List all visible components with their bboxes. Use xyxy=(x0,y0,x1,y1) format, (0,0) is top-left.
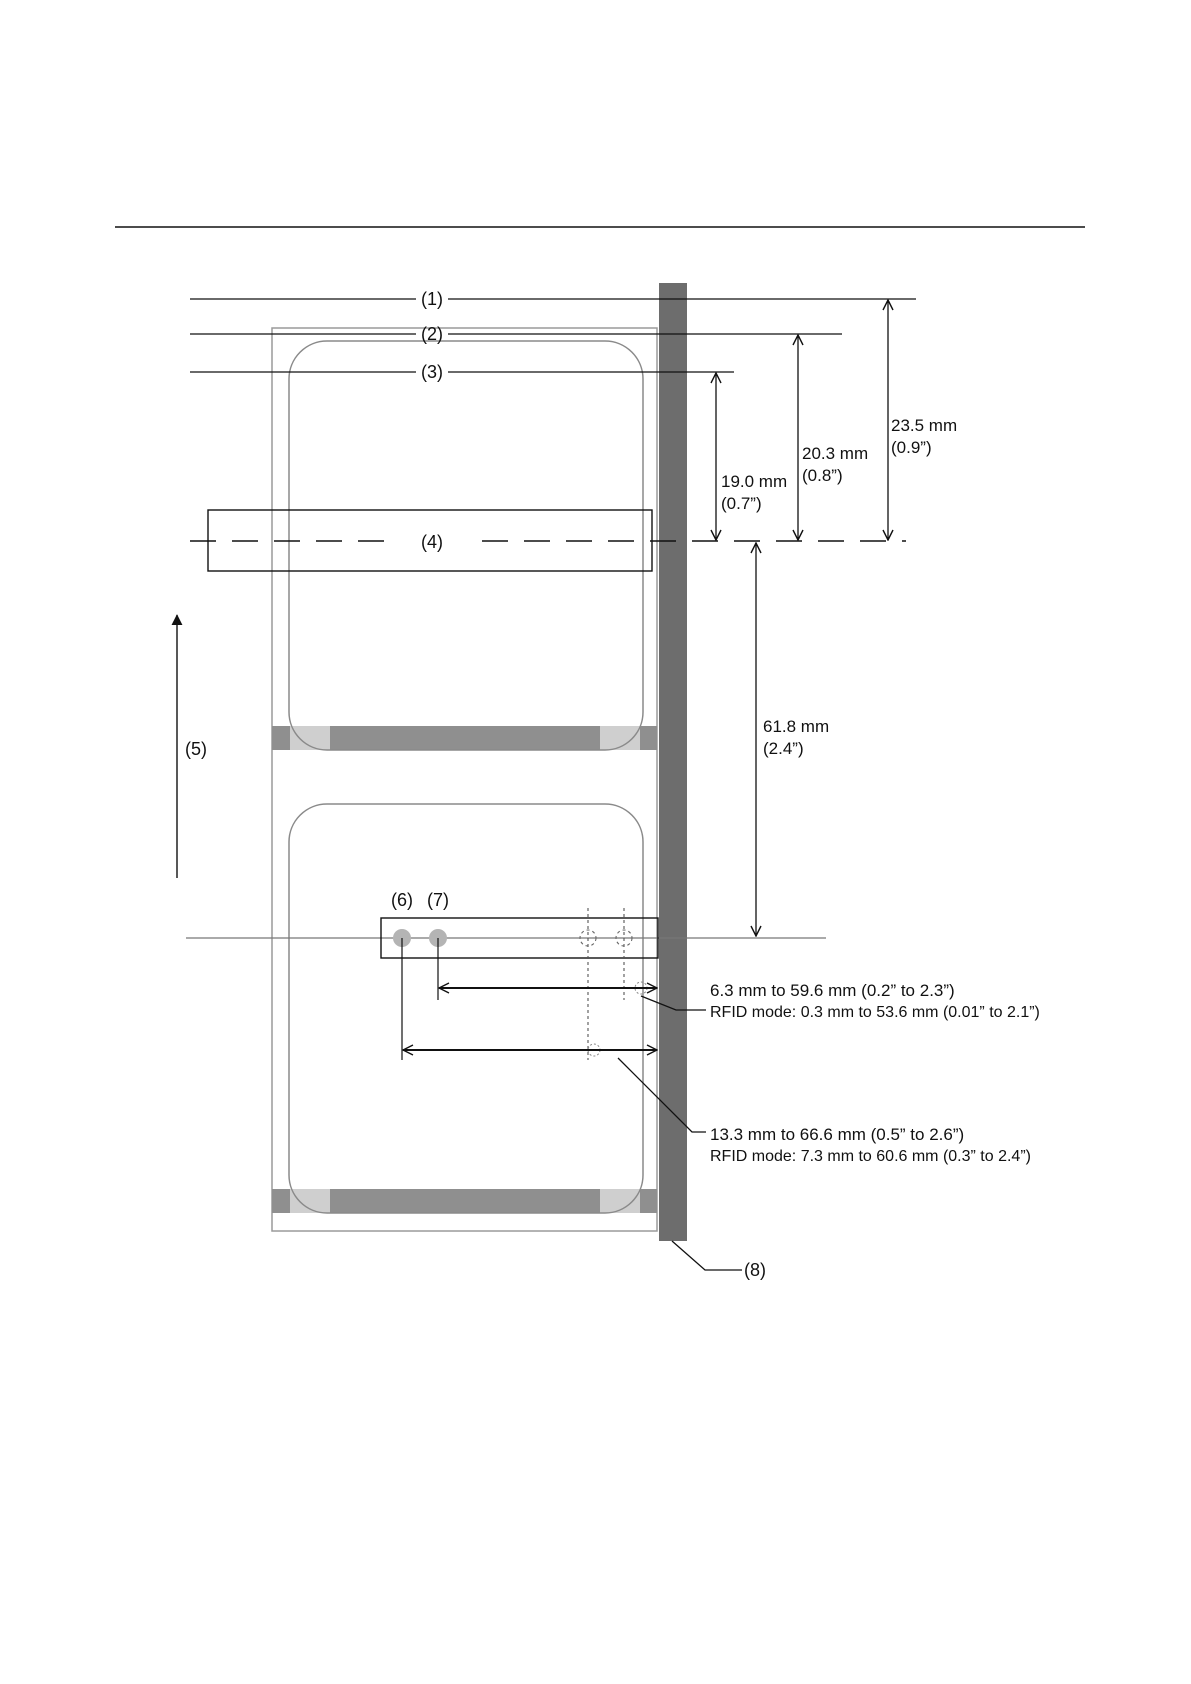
range-a-label: 6.3 mm to 59.6 mm (0.2” to 2.3”) xyxy=(710,981,955,1000)
dim-61-mm-label: 61.8 mm xyxy=(763,717,829,736)
callout-7: (7) xyxy=(427,890,449,910)
dim-19-mm-label: 19.0 mm xyxy=(721,472,787,491)
dim-20-mm-label: 20.3 mm xyxy=(802,444,868,463)
callout-3: (3) xyxy=(421,362,443,382)
dim-19-in-label: (0.7”) xyxy=(721,494,762,513)
range-b-rfid-label: RFID mode: 7.3 mm to 60.6 mm (0.3” to 2.… xyxy=(710,1148,1031,1165)
label-liner xyxy=(272,328,657,1231)
callout-2: (2) xyxy=(421,324,443,344)
dim-23-in-label: (0.9”) xyxy=(891,438,932,457)
callout-5: (5) xyxy=(185,739,207,759)
callout-1: (1) xyxy=(421,289,443,309)
dim-20-in-label: (0.8”) xyxy=(802,466,843,485)
guide-plate-leader xyxy=(672,1241,742,1270)
label-upper xyxy=(289,341,643,750)
callout-8: (8) xyxy=(744,1260,766,1280)
dim-61-in-label: (2.4”) xyxy=(763,739,804,758)
callout-4: (4) xyxy=(421,532,443,552)
label-lower xyxy=(289,804,643,1213)
dim-23-mm-label: 23.5 mm xyxy=(891,416,957,435)
range-a-rfid-label: RFID mode: 0.3 mm to 53.6 mm (0.01” to 2… xyxy=(710,1004,1040,1021)
range-b-label: 13.3 mm to 66.6 mm (0.5” to 2.6”) xyxy=(710,1125,964,1144)
callout-6: (6) xyxy=(391,890,413,910)
guide-plate xyxy=(659,283,687,1241)
